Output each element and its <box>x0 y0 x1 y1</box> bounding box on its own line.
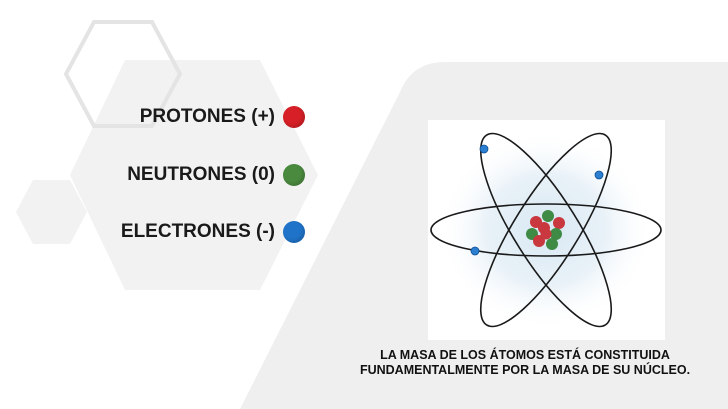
electron-dot <box>594 170 604 180</box>
electron-dot-icon <box>283 221 305 243</box>
nucleon <box>540 228 552 240</box>
nucleon <box>553 217 565 229</box>
legend-electrons: ELECTRONES (-) <box>0 217 305 247</box>
proton-dot-icon <box>283 106 305 128</box>
neutron-dot-icon <box>283 164 305 186</box>
small-hexagon <box>16 180 87 244</box>
electron-dot <box>470 246 480 256</box>
atom-diagram <box>428 120 665 340</box>
orbit-horizontal <box>430 203 662 257</box>
nucleon <box>550 228 562 240</box>
caption-line-2: FUNDAMENTALMENTE POR LA MASA DE SU NÚCLE… <box>359 363 691 377</box>
large-hexagon <box>70 60 318 290</box>
atom-svg <box>430 130 662 330</box>
nucleon <box>546 238 558 250</box>
protons-label: PROTONES (+) <box>139 106 275 127</box>
nucleon <box>542 210 554 222</box>
nucleon <box>533 235 545 247</box>
legend-protons: PROTONES (+) <box>0 102 305 132</box>
nucleus <box>526 210 565 250</box>
electron-dot <box>479 144 489 154</box>
neutrons-label: NEUTRONES (0) <box>127 164 275 185</box>
caption-line-1: LA MASA DE LOS ÁTOMOS ESTÁ CONSTITUIDA <box>380 348 670 362</box>
orbit-tilted-right <box>479 132 613 328</box>
legend-neutrons: NEUTRONES (0) <box>0 160 305 190</box>
electrons-label: ELECTRONES (-) <box>120 221 275 242</box>
orbit-tilted-left <box>479 132 613 328</box>
outline-hexagon <box>63 20 183 128</box>
caption: LA MASA DE LOS ÁTOMOS ESTÁ CONSTITUIDA F… <box>330 348 720 378</box>
